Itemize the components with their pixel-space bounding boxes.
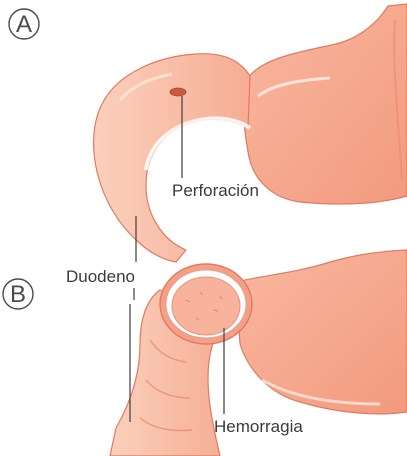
- panel-a-letter: A: [16, 11, 32, 38]
- stomach-b: [236, 250, 407, 414]
- stomach-a: [243, 4, 407, 204]
- panel-b: B Duodeno Hemorragia: [3, 216, 407, 456]
- panel-b-letter: B: [10, 281, 26, 308]
- label-perforation: Perforación: [172, 181, 259, 200]
- label-hemorrhage: Hemorragia: [214, 417, 303, 436]
- hemorrhage-area: [172, 277, 240, 335]
- duodenum-a: [94, 54, 250, 262]
- label-duodenum: Duodeno: [66, 267, 135, 286]
- perforation-hole: [170, 88, 186, 96]
- panel-a: A Perforación: [9, 4, 407, 262]
